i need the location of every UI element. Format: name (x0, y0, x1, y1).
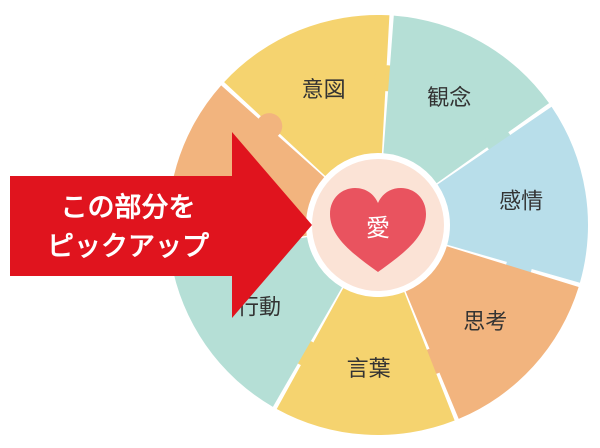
center-hub: 愛 (312, 159, 444, 291)
segment-label: 思考 (463, 310, 507, 335)
segment-label: 観念 (427, 86, 471, 111)
puzzle-segment (437, 106, 588, 283)
puzzle-segment (224, 14, 390, 177)
puzzle-knob (256, 113, 283, 140)
center-label: 愛 (366, 214, 390, 242)
puzzle-segment (276, 288, 455, 435)
segment-label: 感情 (499, 189, 543, 214)
heart-icon (330, 188, 426, 272)
puzzle-segment (383, 15, 550, 184)
puzzle-segment (405, 246, 579, 419)
callout-arrow-shape (10, 132, 312, 318)
puzzle-segment (171, 237, 342, 407)
callout-arrow: この部分を ピックアップ (10, 132, 312, 318)
callout-line-1: この部分を (61, 192, 196, 224)
segment-label: 意図 (302, 78, 346, 103)
callout-line-2: ピックアップ (47, 232, 210, 263)
segment-label: 言葉 (347, 357, 391, 382)
